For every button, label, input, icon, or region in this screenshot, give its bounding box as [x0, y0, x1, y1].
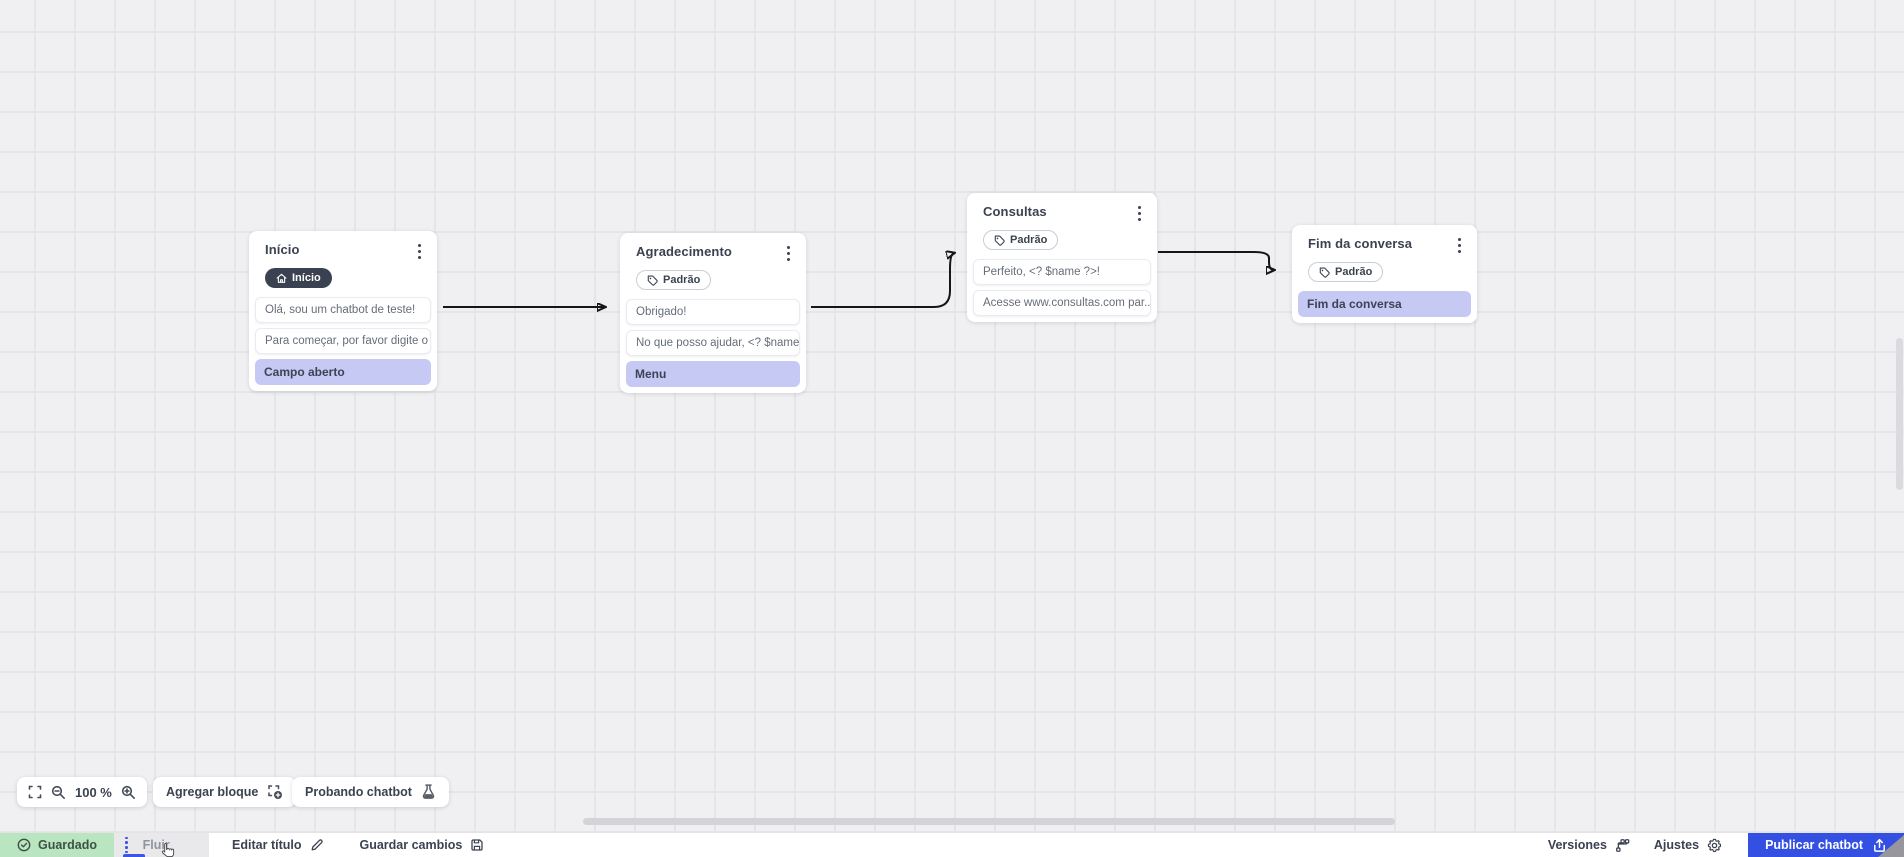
kebab-menu-icon[interactable] [783, 244, 794, 263]
settings-button[interactable]: Ajustes [1642, 833, 1734, 857]
tag-icon [647, 275, 658, 286]
node-title: Início [265, 242, 300, 257]
open-field-block[interactable]: Campo aberto [255, 359, 431, 385]
zoom-panel: 100 % [17, 777, 147, 807]
node-badge: Padrão [636, 270, 712, 290]
home-icon [276, 273, 287, 283]
fit-view-icon[interactable] [28, 785, 42, 799]
corner-grip [1878, 835, 1904, 857]
flow-tab[interactable]: Fluir [114, 833, 210, 857]
flow-node-agradecimento[interactable]: Agradecimento Padrão Obrigado! No que po… [620, 233, 806, 393]
zoom-level: 100 % [75, 784, 112, 800]
kebab-menu-icon[interactable] [414, 242, 425, 261]
saved-status: Guardado [0, 833, 115, 857]
end-conversation-block[interactable]: Fim da conversa [1298, 291, 1471, 317]
zoom-in-icon[interactable] [121, 785, 136, 800]
message-block[interactable]: Para começar, por favor digite o ... [255, 328, 431, 354]
zoom-out-icon[interactable] [51, 785, 66, 800]
flow-node-inicio[interactable]: Início Início Olá, sou um chatbot de tes… [249, 231, 437, 391]
save-icon [471, 839, 483, 851]
git-branch-icon [1615, 838, 1630, 852]
kebab-menu-icon[interactable] [1454, 236, 1465, 255]
message-block[interactable]: Perfeito, <? $name ?>! [973, 259, 1151, 285]
check-circle-icon [17, 838, 31, 852]
horizontal-scrollbar[interactable] [583, 818, 1395, 825]
message-block[interactable]: Obrigado! [626, 299, 800, 325]
test-chatbot-button[interactable]: Probando chatbot [292, 777, 449, 807]
active-tab-indicator [123, 854, 146, 857]
node-title: Consultas [983, 204, 1047, 219]
gear-icon [1707, 838, 1722, 852]
node-badge: Início [265, 268, 332, 288]
message-block[interactable]: Olá, sou um chatbot de teste! [255, 297, 431, 323]
node-title: Fim da conversa [1308, 236, 1413, 251]
save-changes-button[interactable]: Guardar cambios [352, 833, 493, 857]
tag-icon [994, 235, 1005, 246]
message-block[interactable]: No que posso ajudar, <? $name ... [626, 330, 800, 356]
statusbar: Guardado Fluir Editar título Guardar cam… [0, 832, 1904, 857]
vertical-scrollbar[interactable] [1896, 338, 1903, 490]
flow-node-fim-da-conversa[interactable]: Fim da conversa Padrão Fim da conversa [1292, 225, 1477, 323]
flask-icon [421, 784, 436, 800]
add-block-icon [267, 784, 283, 800]
versions-button[interactable]: Versiones [1536, 833, 1642, 857]
drag-handle-icon[interactable] [125, 836, 128, 854]
tag-icon [1319, 267, 1330, 278]
message-block[interactable]: Acesse www.consultas.com par... [973, 290, 1151, 316]
kebab-menu-icon[interactable] [1134, 204, 1145, 223]
node-badge: Padrão [1308, 262, 1384, 282]
node-title: Agradecimento [636, 244, 732, 259]
pencil-icon [311, 839, 323, 851]
add-block-button[interactable]: Agregar bloque [153, 777, 297, 807]
node-badge: Padrão [983, 230, 1059, 250]
mouse-cursor [160, 842, 175, 857]
edit-title-button[interactable]: Editar título [224, 833, 331, 857]
menu-block[interactable]: Menu [626, 361, 800, 387]
flow-node-consultas[interactable]: Consultas Padrão Perfeito, <? $name ?>! … [967, 193, 1157, 322]
